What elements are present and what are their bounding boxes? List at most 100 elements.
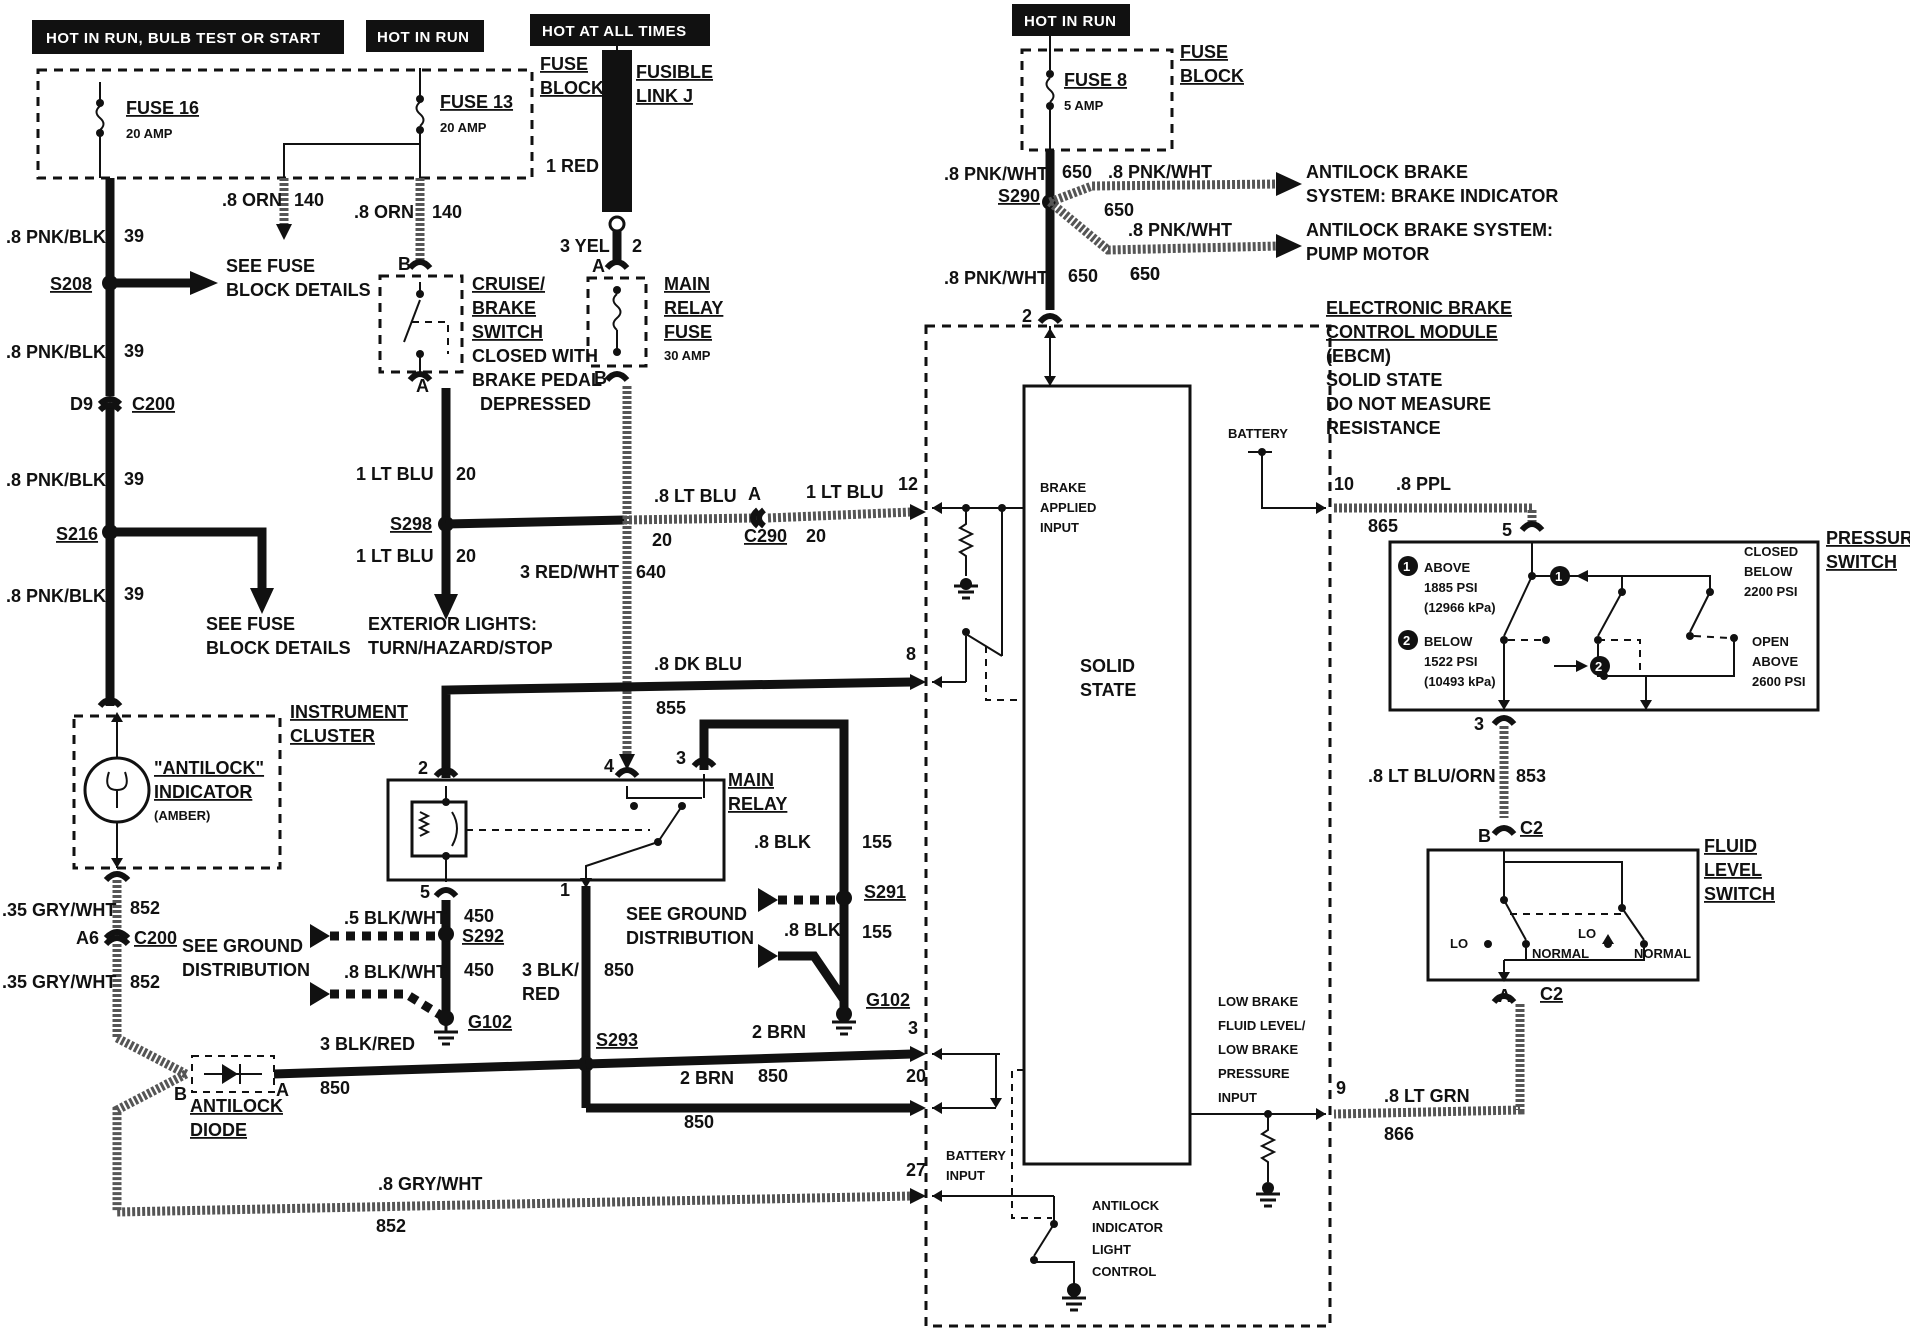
wire-gauge: .8 ORN	[354, 202, 414, 222]
fusible-link-label: LINK J	[636, 86, 693, 106]
dk-blu-wire: .8 DK BLU 855 8	[441, 644, 926, 778]
ebcm-module: ELECTRONIC BRAKE CONTROL MODULE (EBCM) S…	[924, 298, 1512, 1328]
header-hot-run-bulb-start: HOT IN RUN, BULB TEST OR START	[32, 20, 344, 54]
ground-g102-a	[434, 1018, 458, 1046]
wire-number: 20	[652, 530, 672, 550]
wire-gauge: .8 DK BLU	[654, 654, 742, 674]
connector-label: C200	[134, 928, 177, 948]
low-brake-label: FLUID LEVEL/	[1218, 1018, 1306, 1033]
marker-1-icon	[1398, 556, 1418, 576]
indicator-control-label: LIGHT	[1092, 1242, 1131, 1257]
relay-fuse-label: RELAY	[664, 298, 723, 318]
wire-gauge: 1 LT BLU	[356, 464, 434, 484]
wire-number: 850	[604, 960, 634, 980]
abs-power-circuit: .8 PNK/WHT 650 S290 .8 PNK/WHT 650 .8 PN…	[944, 150, 1558, 326]
splice-label: S293	[596, 1030, 638, 1050]
pressure-text: OPEN	[1752, 634, 1789, 649]
wire-number: 155	[862, 922, 892, 942]
fluid-level-switch: B C2 FLUID LEVEL SWITCH LO LO NORMAL NOR…	[1333, 818, 1775, 1144]
wire-gauge: .8 LT BLU	[654, 486, 737, 506]
abs-target-label: ANTILOCK BRAKE SYSTEM:	[1306, 220, 1553, 240]
header-text: HOT IN RUN	[1024, 13, 1117, 30]
pressure-switch-circuit: .8 PPL 865 5 PRESSURE SWITCH 1 ABOVE 188…	[1334, 474, 1910, 818]
wire-number: 650	[1130, 264, 1160, 284]
pin-label: 4	[604, 756, 614, 776]
pin-label: A	[416, 376, 429, 396]
fluid-state-label: LO	[1450, 936, 1468, 951]
pressure-text: 1885 PSI	[1424, 580, 1478, 595]
fluid-state-label: NORMAL	[1634, 946, 1691, 961]
pin-label: 2	[1022, 306, 1032, 326]
low-brake-label: LOW BRAKE	[1218, 994, 1298, 1009]
wire-number: 640	[636, 562, 666, 582]
wire-gauge: 3 RED/WHT	[520, 562, 619, 582]
wire-number: 853	[1516, 766, 1546, 786]
pressure-text: ABOVE	[1752, 654, 1799, 669]
indicator-label: "ANTILOCK"	[154, 758, 264, 778]
fuse-block-label: BLOCK	[1180, 66, 1244, 86]
ground-icon	[1062, 1296, 1086, 1312]
header-text: HOT IN RUN	[377, 29, 470, 46]
pressure-switch-label: SWITCH	[1826, 552, 1897, 572]
switch-label: SWITCH	[472, 322, 543, 342]
header-text: HOT IN RUN, BULB TEST OR START	[46, 30, 321, 47]
brake-input-label: INPUT	[1040, 520, 1079, 535]
wire-number: 39	[124, 226, 144, 246]
abs-target-label: ANTILOCK BRAKE	[1306, 162, 1468, 182]
wire-gauge: RED	[522, 984, 560, 1004]
fuse-16-label: FUSE 16	[126, 98, 199, 118]
see-fuse-block-text: BLOCK DETAILS	[226, 280, 371, 300]
diode-label: ANTILOCK	[190, 1096, 283, 1116]
connector-label: C200	[132, 394, 175, 414]
wire-number: 850	[320, 1078, 350, 1098]
wire-number: 20	[806, 526, 826, 546]
relay-fuse-label: FUSE	[664, 322, 712, 342]
fuse-block-label: FUSE	[540, 54, 588, 74]
pin-label: D9	[70, 394, 93, 414]
marker-2-text: 2	[1403, 633, 1410, 648]
connector-label: C290	[744, 526, 787, 546]
wire-gauge: 3 BLK/	[522, 960, 579, 980]
fusible-link-label: FUSIBLE	[636, 62, 713, 82]
wire-number: 850	[758, 1066, 788, 1086]
ground-label: G102	[468, 1012, 512, 1032]
indicator-control-label: CONTROL	[1092, 1264, 1156, 1279]
wire-number: 650	[1068, 266, 1098, 286]
see-ground-text: SEE GROUND	[626, 904, 747, 924]
connector-label: C2	[1520, 818, 1543, 838]
fluid-switch-label: LEVEL	[1704, 860, 1762, 880]
pin-label: 5	[1502, 520, 1512, 540]
pressure-text: CLOSED	[1744, 544, 1798, 559]
pressure-text: (12966 kPa)	[1424, 600, 1496, 615]
wire-number: 155	[862, 832, 892, 852]
relay-ground-circuit: .8 BLK 155 S291 SEE GROUND DISTRIBUTION …	[626, 719, 910, 1036]
wire-number: 650	[1104, 200, 1134, 220]
marker-1-text: 1	[1403, 559, 1410, 574]
indicator-label: INDICATOR	[154, 782, 252, 802]
fuse-13-label: FUSE 13	[440, 92, 513, 112]
wire-number: 852	[130, 972, 160, 992]
pressure-text: 2600 PSI	[1752, 674, 1806, 689]
fuse-16-amp: 20 AMP	[126, 126, 173, 141]
pin-label: A	[592, 256, 605, 276]
wire-number: 39	[124, 469, 144, 489]
wire-gauge: 2 BRN	[752, 1022, 806, 1042]
fuse-block-left: FUSE BLOCK FUSE 16 20 AMP FUSE 13 20 AMP	[36, 54, 604, 180]
wire-number: 39	[124, 341, 144, 361]
wire-gauge: .8 PPL	[1396, 474, 1451, 494]
left-power-chain: .8 PNK/BLK 39 S208 SEE FUSE BLOCK DETAIL…	[6, 178, 371, 706]
instrument-cluster: INSTRUMENT CLUSTER "ANTILOCK" INDICATOR …	[72, 697, 408, 870]
wire-gauge: .8 GRY/WHT	[378, 1174, 482, 1194]
ebcm-label: (EBCM)	[1326, 346, 1391, 366]
fuse-8-amp: 5 AMP	[1064, 98, 1104, 113]
solid-state-label: SOLID	[1080, 656, 1135, 676]
wire-number: 2	[632, 236, 642, 256]
main-relay: MAIN RELAY 2 4 3 5 1	[386, 748, 787, 902]
main-relay-fuse: 3 YEL 2 A B MAIN RELAY FUSE 30 AMP 3 RED…	[520, 236, 723, 770]
pressure-text: ABOVE	[1424, 560, 1471, 575]
wire-gauge: 1 LT BLU	[356, 546, 434, 566]
wire-gauge: .8 PNK/BLK	[6, 470, 106, 490]
wire-gauge: .8 BLK/WHT	[344, 962, 447, 982]
solid-state-label: STATE	[1080, 680, 1136, 700]
exterior-lights-label: EXTERIOR LIGHTS:	[368, 614, 537, 634]
